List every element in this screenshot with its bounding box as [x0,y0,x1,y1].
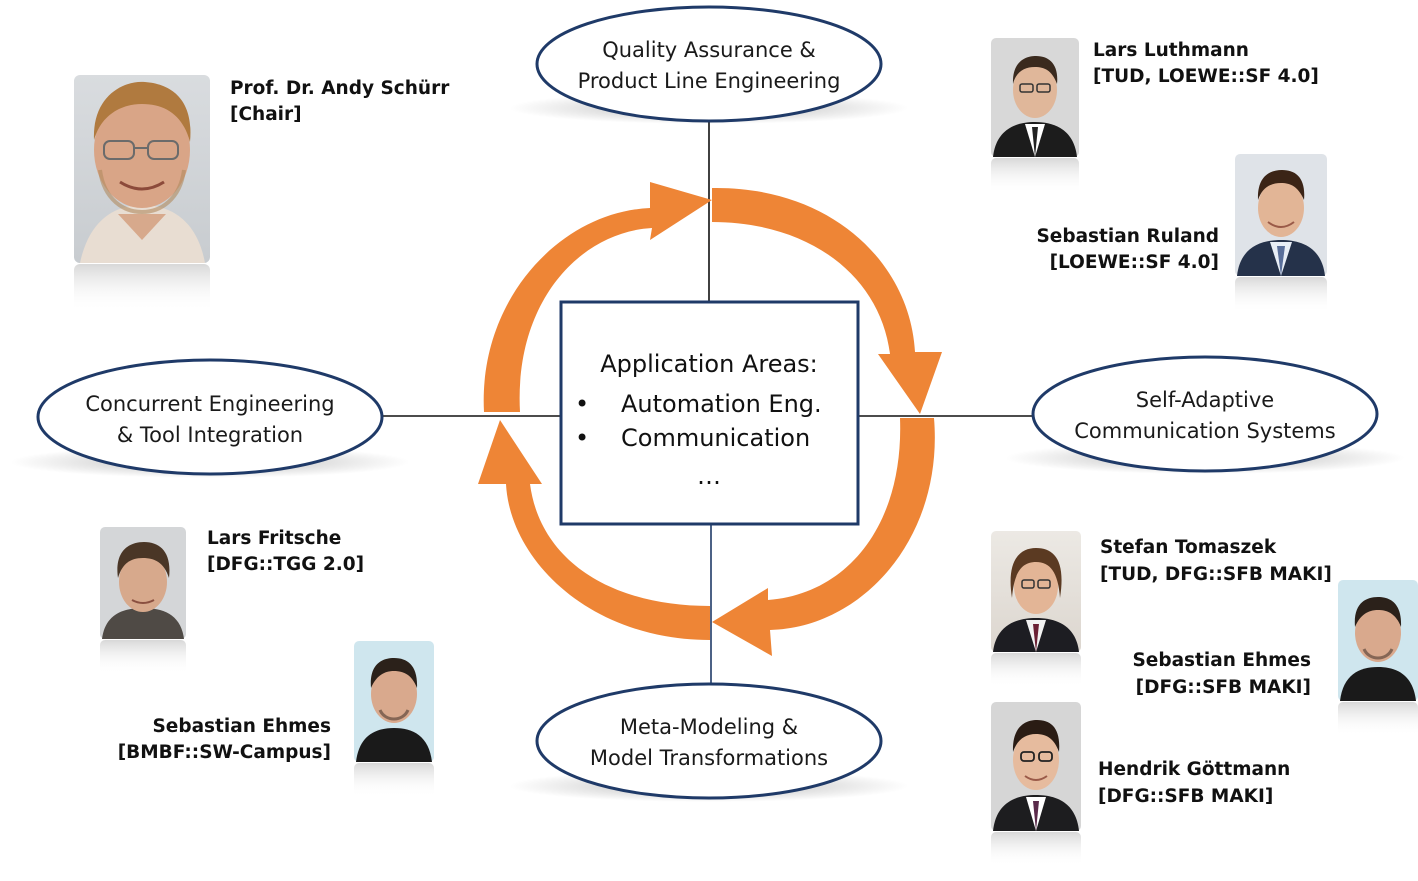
bullet-automation: • [575,390,589,418]
bullet-communication: • [575,424,589,452]
affiliation-ehmes-right: [DFG::SFB MAKI] [1136,677,1311,698]
affiliation-ruland: [LOEWE::SF 4.0] [1050,252,1219,273]
area-bottom-line1: Meta-Modeling & [620,715,798,739]
name-goettmann: Hendrik Göttmann [1098,759,1290,780]
name-ehmes-left: Sebastian Ehmes [152,716,331,737]
name-luthmann: Lars Luthmann [1093,40,1249,61]
area-left-line2: & Tool Integration [117,423,303,447]
affiliation-fritsche: [DFG::TGG 2.0] [207,554,364,575]
area-top-line2: Product Line Engineering [578,69,841,93]
affiliation-tomaszek: [TUD, DFG::SFB MAKI] [1100,564,1332,585]
center-ellipsis: … [697,462,721,490]
photo-tomaszek [991,531,1081,687]
item-automation: Automation Eng. [621,390,822,418]
area-self-adaptive: Self-Adaptive Communication Systems [1005,355,1405,474]
name-fritsche: Lars Fritsche [207,528,341,549]
name-tomaszek: Stefan Tomaszek [1100,537,1277,558]
cycle-arrow-top-left [483,182,712,412]
photo-fritsche [100,527,186,674]
area-right-line1: Self-Adaptive [1136,388,1274,412]
cycle-arrow-top-right [712,187,942,414]
cycle-arrows [478,182,942,656]
connectors [383,122,1033,690]
area-left-line1: Concurrent Engineering [85,392,334,416]
photo-ruland [1235,154,1327,313]
name-schuerr: Prof. Dr. Andy Schürr [230,78,450,99]
cycle-arrow-bottom-right [712,418,935,656]
application-areas-title: Application Areas: [600,350,818,378]
cycle-arrow-bottom-left [478,420,710,640]
area-concurrent-engineering: Concurrent Engineering & Tool Integratio… [10,358,410,478]
affiliation-schuerr: [Chair] [230,104,302,125]
area-bottom-line2: Model Transformations [590,746,828,770]
photo-luthmann [991,38,1079,194]
area-quality-assurance: Quality Assurance & Product Line Enginee… [509,5,909,124]
name-ehmes-right: Sebastian Ehmes [1132,650,1311,671]
photo-ehmes-right [1338,580,1418,736]
photo-schuerr [74,75,210,312]
photo-ehmes-left [354,641,434,797]
area-meta-modeling: Meta-Modeling & Model Transformations [509,682,909,802]
area-right-line2: Communication Systems [1074,419,1335,443]
area-top-line1: Quality Assurance & [602,38,816,62]
name-ruland: Sebastian Ruland [1036,226,1219,247]
affiliation-luthmann: [TUD, LOEWE::SF 4.0] [1093,66,1319,87]
photo-goettmann [991,702,1081,866]
item-communication: Communication [621,424,810,452]
affiliation-goettmann: [DFG::SFB MAKI] [1098,786,1273,807]
application-areas-box: Application Areas: • Automation Eng. • C… [559,300,860,526]
affiliation-ehmes-left: [BMBF::SW-Campus] [118,742,331,763]
